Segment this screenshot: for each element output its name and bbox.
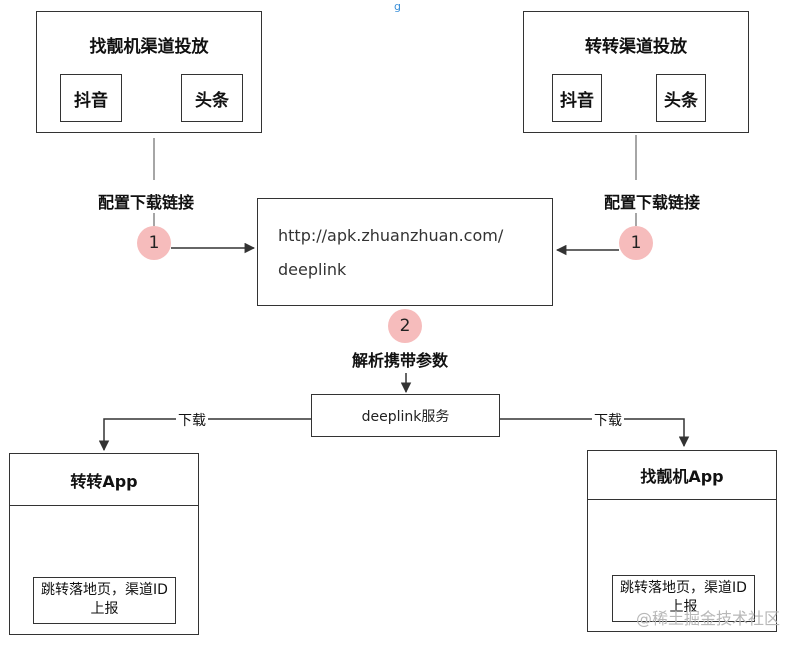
right-app-note-line-2: 上报: [669, 599, 698, 615]
left-platform-toutiao: 头条: [181, 74, 243, 122]
left-app-note-line-1: 跳转落地页，渠道ID: [41, 582, 168, 598]
deeplink-service-box: deeplink服务: [311, 394, 500, 437]
right-platform-douyin: 抖音: [552, 74, 602, 122]
right-channel-box: 转转渠道投放 抖音 头条: [523, 11, 749, 133]
right-platform-toutiao: 头条: [656, 74, 706, 122]
left-app-title: 转转App: [9, 453, 199, 506]
left-download-arrow: [98, 418, 311, 452]
left-download-label: 下载: [176, 410, 208, 430]
deeplink-service-label: deeplink服务: [361, 409, 450, 425]
right-app-note-line-1: 跳转落地页，渠道ID: [620, 580, 747, 596]
right-step-badge: 1: [619, 226, 653, 260]
right-config-label: 配置下载链接: [604, 189, 701, 213]
right-app-note: 跳转落地页，渠道ID 上报: [612, 575, 755, 622]
left-app-note-line-2: 上报: [90, 601, 119, 617]
top-tick-mark: g: [394, 0, 401, 13]
left-platform-douyin: 抖音: [60, 74, 122, 122]
url-box: http://apk.zhuanzhuan.com/ deeplink: [257, 198, 553, 306]
url-line-1: http://apk.zhuanzhuan.com/: [278, 226, 504, 245]
left-channel-title: 找靓机渠道投放: [89, 37, 209, 57]
url-line-2: deeplink: [278, 260, 347, 279]
left-app-note: 跳转落地页，渠道ID 上报: [33, 577, 176, 624]
left-step-badge: 1: [137, 226, 171, 260]
left-channel-box: 找靓机渠道投放 抖音 头条: [36, 11, 262, 133]
right-app-title: 找靓机App: [587, 450, 777, 500]
right-download-arrow: [500, 418, 690, 448]
left-config-label: 配置下载链接: [98, 189, 195, 213]
right-channel-title: 转转渠道投放: [585, 37, 687, 57]
parse-label: 解析携带参数: [352, 351, 449, 370]
parse-step-badge: 2: [388, 309, 422, 343]
watermark: @稀土掘金技术社区: [635, 609, 780, 628]
right-download-label: 下载: [592, 410, 624, 430]
